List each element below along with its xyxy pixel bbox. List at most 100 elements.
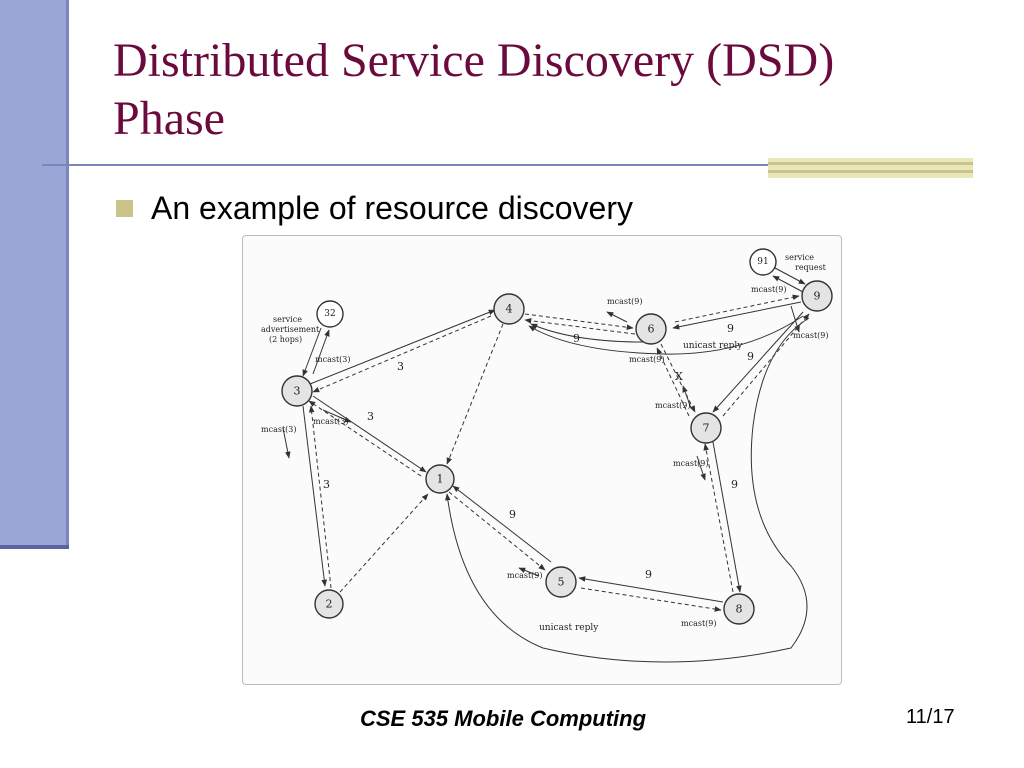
unicast-reply-path-top <box>528 315 804 355</box>
edge-9-mcast-stub <box>790 305 800 333</box>
node-3-label: 3 <box>294 385 301 398</box>
mcast-9-near6-label: mcast(9) <box>607 297 643 306</box>
node-4: 4 <box>493 293 525 325</box>
bullet-square-icon <box>116 200 133 217</box>
node-4-label: 4 <box>506 303 513 316</box>
edge-9-6-solid <box>672 301 802 330</box>
edge-7-9-dashed <box>722 313 810 417</box>
edge-3-2-solid <box>302 405 328 587</box>
hop-count-9-d: 9 <box>731 478 738 491</box>
hop-count-9-c: 9 <box>747 350 754 363</box>
mcast-3-label-b: mcast(3) <box>261 425 297 434</box>
slide-title-line2: Phase <box>113 92 225 145</box>
edge-3-mcast-right <box>322 409 352 423</box>
slide-title: Distributed Service Discovery (DSD) Phas… <box>113 32 993 148</box>
node-1: 1 <box>425 464 455 494</box>
hop-count-3-c: 3 <box>323 478 330 491</box>
edge-4-3-dashed <box>312 315 492 393</box>
node-2: 2 <box>314 589 344 619</box>
edge-2-1-dashed <box>339 493 429 593</box>
edge-4-6-dashed <box>524 313 634 330</box>
edge-9-91 <box>772 275 804 293</box>
edge-6-7-dashed <box>660 343 696 413</box>
hop-count-9-a: 9 <box>727 322 734 335</box>
edge-3-mcast-out <box>282 427 291 459</box>
mcast-9-below7-label: mcast(9) <box>673 459 709 468</box>
mcast-9-near5-label: mcast(9) <box>507 571 543 580</box>
node-1-label: 1 <box>437 473 444 486</box>
edge-3-4-solid <box>309 309 496 385</box>
edge-6-4-dashed <box>524 318 636 335</box>
edge-1-5-dashed <box>448 491 546 571</box>
unicast-reply-path-bottom <box>445 317 810 663</box>
mcast-9-near9-top-label: mcast(9) <box>751 285 787 294</box>
edge-32-3 <box>302 327 322 377</box>
bullet-item: An example of resource discovery <box>116 190 633 227</box>
edge-3-1-solid <box>312 395 427 473</box>
title-divider <box>42 164 770 166</box>
service-advertisement-label-3: (2 hops) <box>269 335 302 344</box>
node-6: 6 <box>635 313 667 345</box>
node-3: 3 <box>281 375 313 407</box>
edge-5-1-solid <box>452 485 552 563</box>
node-91-label: 91 <box>757 257 768 267</box>
edge-7-6-dashed <box>656 347 690 417</box>
node-6-label: 6 <box>648 323 655 336</box>
side-accent-shadow <box>0 545 69 549</box>
page-number: 11/17 <box>906 706 955 728</box>
side-accent-bar <box>0 0 69 545</box>
dsd-network-figure: 1 2 3 4 5 6 7 8 <box>242 235 842 685</box>
node-7: 7 <box>690 412 722 444</box>
service-request-label-2: request <box>795 263 827 272</box>
edge-5-mcast-stub <box>518 567 540 577</box>
mcast-9-below6-label: mcast(9) <box>629 355 665 364</box>
hop-count-3-b: 3 <box>367 410 374 423</box>
mcast-3-label-a: mcast(3) <box>315 355 351 364</box>
mcast-9-above7-label: mcast(9) <box>655 401 691 410</box>
node-9-label: 9 <box>814 290 821 303</box>
edge-6-4-solid <box>530 323 644 343</box>
edge-2-3-dashed <box>308 405 332 589</box>
title-accent-stripes <box>768 158 973 178</box>
edge-8-5-solid <box>578 576 724 603</box>
edge-7-mcast-stub <box>696 455 706 481</box>
edge-6-mcast-stub <box>606 311 628 323</box>
node-32: 32 <box>316 300 344 328</box>
dsd-network-diagram: 1 2 3 4 5 6 7 8 <box>261 248 833 663</box>
node-9: 9 <box>801 280 833 312</box>
node-2-label: 2 <box>326 598 333 611</box>
edge-6-9-dashed <box>674 294 800 323</box>
unicast-reply-top-label: unicast reply <box>683 341 743 351</box>
hop-count-9-f: 9 <box>509 508 516 521</box>
node-5: 5 <box>545 566 577 598</box>
edge-7-8-solid <box>712 441 742 593</box>
mcast-9-near9-right-label: mcast(9) <box>793 331 829 340</box>
node-8: 8 <box>723 593 755 625</box>
edge-3-32 <box>312 329 330 375</box>
node-8-label: 8 <box>736 603 743 616</box>
mcast-3-label-c: mcast(3) <box>313 417 349 426</box>
node-5-label: 5 <box>558 576 565 589</box>
hop-count-9-b: 9 <box>573 332 580 345</box>
slide-footer: CSE 535 Mobile Computing <box>360 706 647 731</box>
slide-title-line1: Distributed Service Discovery (DSD) <box>113 34 835 87</box>
node-7-label: 7 <box>703 422 710 435</box>
node-91: 91 <box>749 248 777 276</box>
node-32-label: 32 <box>324 309 335 319</box>
edge-4-1-dashed <box>446 323 504 465</box>
hop-count-9-e: 9 <box>645 568 652 581</box>
bullet-text: An example of resource discovery <box>151 190 633 226</box>
edge-91-9 <box>774 267 806 285</box>
edge-9-7-solid <box>712 311 804 413</box>
edge-5-8-dashed <box>580 587 722 612</box>
mcast-9-near8-label: mcast(9) <box>681 619 717 628</box>
service-advertisement-label-2: advertisement <box>261 325 320 334</box>
service-request-label-1: service <box>785 253 814 262</box>
hop-count-3-a: 3 <box>397 360 404 373</box>
unicast-reply-bottom-label: unicast reply <box>539 623 599 633</box>
edge-8-7-dashed <box>703 443 734 593</box>
edge-7-mcast-up <box>682 385 692 409</box>
edge-1-3-dashed <box>308 400 422 477</box>
service-advertisement-label-1: service <box>273 315 302 324</box>
broken-link-x-label: X <box>675 370 683 383</box>
